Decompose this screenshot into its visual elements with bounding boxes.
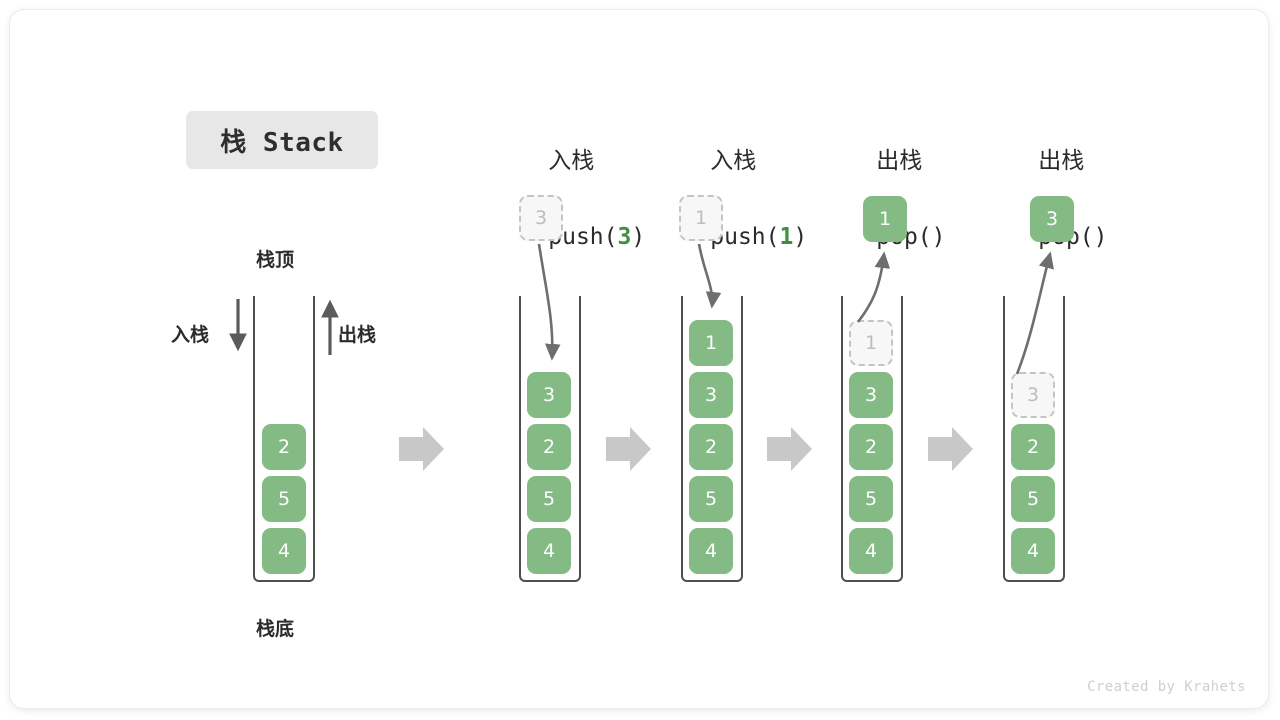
stack-cell: 5 bbox=[1011, 476, 1055, 522]
stack-container-push-1 bbox=[681, 296, 743, 582]
stack-cell: 3 bbox=[689, 372, 733, 418]
step-header-cjk: 入栈 bbox=[710, 148, 757, 174]
step-header-push-3: 入栈 push(3) bbox=[519, 104, 645, 294]
stack-container-pop-3 bbox=[1003, 296, 1065, 582]
stack-cell: 3 bbox=[527, 372, 571, 418]
figure-title: 栈 Stack bbox=[186, 111, 378, 169]
stack-container-initial bbox=[253, 296, 315, 582]
stack-cell-ghost: 1 bbox=[849, 320, 893, 366]
step-header-cjk: 入栈 bbox=[548, 148, 595, 174]
stack-cell: 5 bbox=[849, 476, 893, 522]
push-direction-label: 入栈 bbox=[171, 324, 210, 346]
stack-container-push-3 bbox=[519, 296, 581, 582]
stack-cell: 5 bbox=[527, 476, 571, 522]
step-header-code: push(1) bbox=[710, 224, 808, 250]
stack-cell: 4 bbox=[262, 528, 306, 574]
step-header-cjk: 出栈 bbox=[876, 148, 923, 174]
stack-cell: 2 bbox=[689, 424, 733, 470]
step-header-cjk: 出栈 bbox=[1038, 148, 1085, 174]
stack-cell: 4 bbox=[849, 528, 893, 574]
stack-cell: 4 bbox=[527, 528, 571, 574]
floating-ghost-box: 1 bbox=[679, 195, 723, 241]
pop-direction-label: 出栈 bbox=[338, 324, 377, 346]
popped-element-box: 3 bbox=[1030, 196, 1074, 242]
stack-cell-ghost: 3 bbox=[1011, 372, 1055, 418]
stack-cell: 5 bbox=[689, 476, 733, 522]
stack-cell: 5 bbox=[262, 476, 306, 522]
stack-bottom-label: 栈底 bbox=[256, 618, 295, 640]
credit-text: Created by Krahets bbox=[1087, 679, 1246, 695]
stack-cell: 2 bbox=[262, 424, 306, 470]
stack-cell: 4 bbox=[689, 528, 733, 574]
stack-cell: 4 bbox=[1011, 528, 1055, 574]
stack-cell: 2 bbox=[1011, 424, 1055, 470]
stack-cell: 2 bbox=[527, 424, 571, 470]
stack-container-pop-1 bbox=[841, 296, 903, 582]
stack-cell: 1 bbox=[689, 320, 733, 366]
stack-cell: 3 bbox=[849, 372, 893, 418]
floating-ghost-box: 3 bbox=[519, 195, 563, 241]
popped-element-box: 1 bbox=[863, 196, 907, 242]
step-header-code: push(3) bbox=[548, 224, 646, 250]
stack-cell: 2 bbox=[849, 424, 893, 470]
stack-top-label: 栈顶 bbox=[256, 249, 295, 271]
